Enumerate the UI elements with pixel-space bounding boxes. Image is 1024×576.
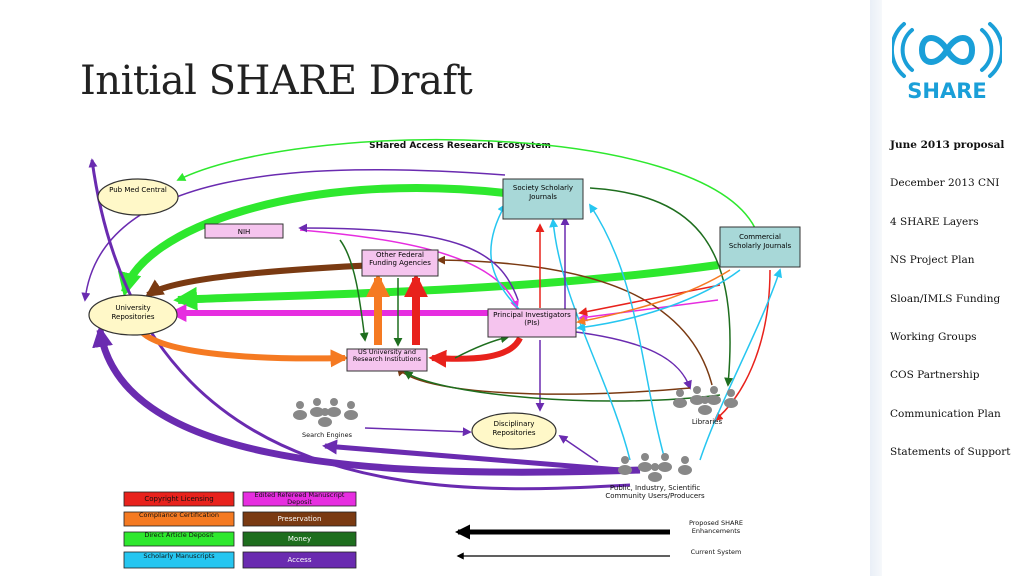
search-engines-people-icon: [293, 398, 358, 427]
legend-label: Access: [287, 556, 312, 564]
key-proposed-label: Proposed SHARE Enhancements: [688, 519, 744, 535]
node-principal-investigators: Principal Investigators (PIs): [487, 308, 577, 338]
nav-item-ns-project-plan[interactable]: NS Project Plan: [890, 254, 975, 267]
legend-compliance-certification: Compliance Certification: [123, 511, 235, 527]
key-current-label: Current System: [690, 548, 742, 556]
node-libraries-label: Libraries: [692, 418, 723, 426]
node-search-engines-label: Search Engines: [302, 431, 353, 439]
nav-item-december-2013-cni[interactable]: December 2013 CNI: [890, 177, 1000, 190]
node-us-university: US University and Research Institutions: [346, 348, 428, 372]
node-society-journals: Society Scholarly Journals: [502, 178, 584, 220]
nav-item-communication-plan[interactable]: Communication Plan: [890, 407, 1001, 420]
sidebar-divider: [870, 0, 882, 576]
node-university-repos-label: University Repositories: [111, 304, 155, 321]
node-pubmed-label: Pub Med Central: [109, 186, 167, 194]
node-society-journals-label: Society Scholarly Journals: [512, 184, 574, 201]
node-disciplinary-repositories: Disciplinary Repositories: [471, 412, 557, 450]
sidebar-nav: June 2013 proposal December 2013 CNI 4 S…: [890, 139, 1020, 485]
share-logo-text: SHARE: [907, 79, 986, 103]
diagram-legend: Copyright Licensing Edited Refereed Manu…: [123, 491, 357, 569]
libraries-people-icon: [673, 386, 738, 415]
nav-item-4-share-layers[interactable]: 4 SHARE Layers: [890, 215, 979, 228]
node-other-federal-agencies: Other Federal Funding Agencies: [361, 249, 439, 277]
public-users-people-icon: [618, 453, 692, 482]
legend-preservation: Preservation: [242, 511, 357, 527]
node-nih-label: NIH: [238, 228, 251, 236]
nav-item-statements-of-support[interactable]: Statements of Support: [890, 446, 1011, 459]
legend-edited-refereed-deposit: Edited Refereed Manuscript Deposit: [242, 491, 357, 507]
legend-label: Scholarly Manuscripts: [143, 552, 215, 560]
legend-label: Copyright Licensing: [144, 495, 214, 503]
diagram-connections: [81, 138, 782, 491]
nav-item-working-groups[interactable]: Working Groups: [890, 330, 977, 343]
legend-label: Edited Refereed Manuscript Deposit: [254, 492, 345, 506]
node-pubmed-central: Pub Med Central: [97, 178, 179, 216]
node-university-repositories: University Repositories: [88, 294, 178, 336]
nav-item-cos-partnership[interactable]: COS Partnership: [890, 369, 980, 382]
legend-direct-article-deposit: Direct Article Deposit: [123, 531, 235, 547]
node-disciplinary-repos-label: Disciplinary Repositories: [492, 420, 536, 437]
share-ecosystem-diagram: SHared Access Research Ecosystem: [81, 138, 801, 569]
node-us-university-label: US University and Research Institutions: [352, 349, 422, 363]
legend-access: Access: [242, 551, 357, 569]
legend-money: Money: [242, 531, 357, 547]
share-logo-icon: [892, 22, 1002, 78]
node-nih: NIH: [204, 223, 284, 239]
diagram-key: Proposed SHARE Enhancements Current Syst…: [455, 519, 744, 560]
legend-label: Compliance Certification: [139, 512, 219, 519]
node-commercial-journals-label: Commercial Scholarly Journals: [728, 233, 792, 250]
page-title: Initial SHARE Draft: [80, 58, 473, 104]
node-commercial-journals: Commercial Scholarly Journals: [719, 226, 801, 268]
diagram-heading: SHared Access Research Ecosystem: [369, 141, 551, 151]
legend-copyright-licensing: Copyright Licensing: [123, 491, 235, 507]
nav-item-sloan-imls-funding[interactable]: Sloan/IMLS Funding: [890, 292, 1001, 305]
node-other-federal-label: Other Federal Funding Agencies: [369, 251, 431, 267]
node-principal-investigators-label: Principal Investigators (PIs): [493, 311, 571, 327]
legend-label: Money: [287, 535, 312, 543]
legend-scholarly-manuscripts: Scholarly Manuscripts: [123, 551, 235, 569]
nav-item-june-2013-proposal[interactable]: June 2013 proposal: [890, 139, 1005, 151]
node-public-users-label: Public, Industry, Scientific Community U…: [605, 484, 705, 500]
legend-label: Direct Article Deposit: [144, 532, 214, 539]
share-logo: SHARE: [892, 22, 1002, 103]
legend-label: Preservation: [277, 515, 322, 523]
